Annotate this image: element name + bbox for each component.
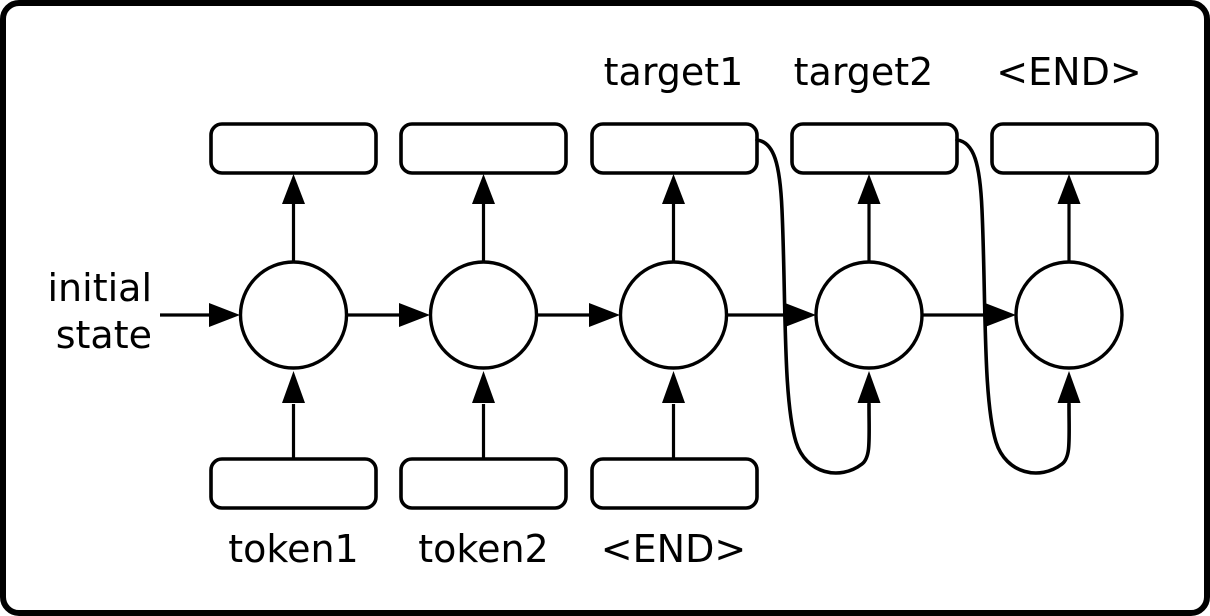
output-box-1[interactable] [209,122,378,175]
column-1: token1 [209,122,378,571]
feedback-arrow-head-4-to-5 [1057,371,1081,403]
output-box-4[interactable] [790,122,959,175]
rnn-cell-5[interactable] [1014,260,1124,370]
input-arrow-head-2 [472,371,495,403]
bottom-label-1: token1 [228,527,358,571]
feedback-loop-4-to-5 [955,138,1081,475]
output-arrow-head-3 [662,174,685,204]
output-arrow-head-2 [472,174,495,204]
output-arrow-head-1 [282,174,305,204]
rnn-cell-4[interactable] [814,260,924,370]
initial-state-label-line2: state [56,313,152,357]
state-arrow-head-3-4 [785,303,816,327]
output-box-3[interactable] [590,122,759,175]
input-box-2[interactable] [399,457,568,510]
hidden-state-flow [160,303,1016,327]
state-arrow-head-1-2 [399,303,430,327]
state-arrow-head-2-3 [589,303,620,327]
rnn-cell-1[interactable] [238,260,349,370]
input-arrow-head-3 [662,371,685,403]
initial-state-arrow-head [209,303,240,327]
top-label-5: <END> [996,50,1141,94]
output-box-5[interactable] [990,122,1159,175]
initial-state-label-line1: initial [48,266,153,310]
output-arrow-head-5 [1057,174,1081,204]
rnn-cell-2[interactable] [428,260,539,370]
input-box-3[interactable] [590,457,759,510]
feedback-curve-3-to-4 [755,138,871,475]
bottom-label-3: <END> [601,527,746,571]
output-arrow-head-4 [857,174,881,204]
state-arrow-head-4-5 [985,303,1016,327]
top-label-3: target1 [604,50,744,94]
column-4: target2 [790,50,959,370]
initial-state-label: initial state [48,266,153,357]
input-arrow-head-1 [282,371,305,403]
column-2: token2 [399,122,568,571]
column-3: target1 <END> [590,50,759,571]
bottom-label-2: token2 [418,527,548,571]
feedback-loop-3-to-4 [755,138,881,475]
column-5: <END> [990,50,1159,370]
rnn-cell-3[interactable] [618,260,729,370]
top-label-4: target2 [794,50,934,94]
input-box-1[interactable] [209,457,378,510]
feedback-arrow-head-3-to-4 [857,371,881,403]
output-box-2[interactable] [399,122,568,175]
feedback-curve-4-to-5 [955,138,1071,475]
